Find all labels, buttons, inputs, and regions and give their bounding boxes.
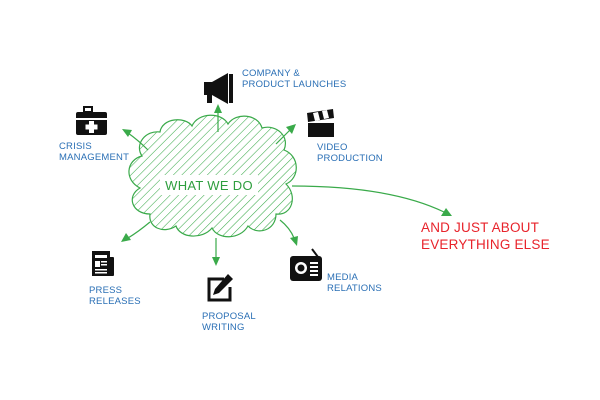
arrow-media (279, 219, 298, 246)
arrow-everything-else (291, 185, 452, 216)
arrow-proposal (212, 238, 220, 266)
radio-icon (290, 248, 322, 281)
arrows (121, 104, 452, 266)
arrow-video (275, 124, 296, 145)
clapperboard-icon (307, 109, 334, 137)
arrow-company (214, 104, 222, 132)
crisis-label-line-1: CRISIS (59, 141, 92, 152)
service-press: PRESS RELEASES (89, 251, 141, 307)
pencil-edit-icon (207, 274, 233, 302)
media-label-line-2: RELATIONS (327, 283, 382, 294)
newspaper-icon (92, 251, 114, 276)
company-label-line-1: COMPANY & (242, 68, 300, 79)
center-label: WHAT WE DO (165, 178, 253, 193)
center-cloud: WHAT WE DO (128, 114, 297, 238)
center-label-backdrop (160, 175, 258, 195)
proposal-label-line-2: WRITING (202, 322, 245, 333)
arrow-press (121, 221, 151, 242)
everything-else-line-1: AND JUST ABOUT (421, 220, 539, 235)
service-video: VIDEO PRODUCTION (307, 109, 383, 164)
company-label-line-2: PRODUCT LAUNCHES (242, 79, 346, 90)
crisis-label-line-2: MANAGEMENT (59, 152, 129, 163)
service-company: COMPANY & PRODUCT LAUNCHES (204, 68, 346, 104)
press-label-line-2: RELEASES (89, 296, 141, 307)
proposal-label-line-1: PROPOSAL (202, 311, 256, 322)
megaphone-icon (204, 73, 233, 104)
press-label-line-1: PRESS (89, 285, 122, 296)
video-label-line-2: PRODUCTION (317, 153, 383, 164)
everything-else: AND JUST ABOUT EVERYTHING ELSE (421, 220, 550, 252)
first-aid-kit-icon (76, 106, 107, 135)
service-media: MEDIA RELATIONS (290, 248, 382, 294)
video-label-line-1: VIDEO (317, 142, 348, 153)
arrow-crisis (122, 129, 149, 151)
media-label-line-1: MEDIA (327, 272, 359, 283)
everything-else-line-2: EVERYTHING ELSE (421, 237, 550, 252)
service-crisis: CRISIS MANAGEMENT (59, 106, 129, 163)
service-proposal: PROPOSAL WRITING (202, 274, 256, 333)
